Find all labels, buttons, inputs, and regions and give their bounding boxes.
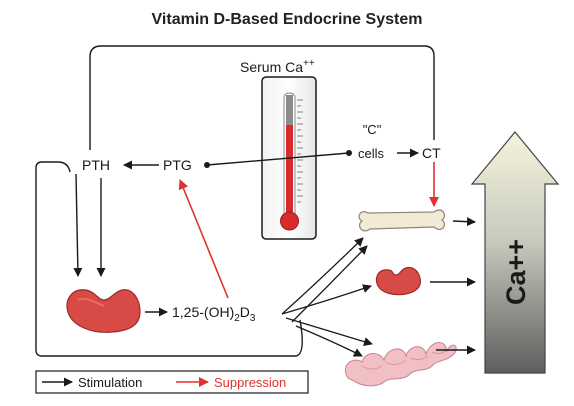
c-cells-quote-label: "C" [363,122,382,137]
arrow-vitd-to-bone-a [281,237,364,315]
sensor-dot-c-cells [346,150,352,156]
legend-stimulation-label: Stimulation [78,375,142,390]
legend-suppression-label: Suppression [214,375,286,390]
pth-label: PTH [82,157,110,173]
sensor-dot-ptg [204,162,210,168]
serum-label: Serum Ca++ [240,58,315,75]
arrow-loop-to-kidney [73,173,83,277]
vitamin-d-label: 1,25-(OH)2D3 [172,304,256,324]
loop-crossing [57,161,71,173]
suppression-arrow-vitd-to-ptg [178,179,229,299]
kidney-icon [66,289,141,333]
ca-arrow-label: Ca++ [501,239,531,305]
ptg-label: PTG [163,157,192,173]
lower-feedback-loop [35,161,303,357]
legend-box [35,370,309,394]
c-cells-label: cells [358,146,385,161]
arrow-vitd-to-intestine-a [285,317,373,346]
diagram-title: Vitamin D-Based Endocrine System [152,11,423,28]
arrow-vitd-to-intestine-b [295,325,363,357]
legend: Stimulation Suppression [35,370,309,394]
arrow-vitd-to-kidney [281,284,372,315]
ct-label: CT [422,145,441,161]
small-kidney-icon [375,266,421,296]
arrow-vitd-to-bone-b [291,245,368,323]
arrow-bone-to-ca [452,217,476,227]
intestine-icon [344,341,457,387]
bone-icon [358,209,446,232]
upper-feedback-loop [89,45,435,150]
ca-increase-arrow [470,131,560,374]
sensing-line [206,152,350,166]
